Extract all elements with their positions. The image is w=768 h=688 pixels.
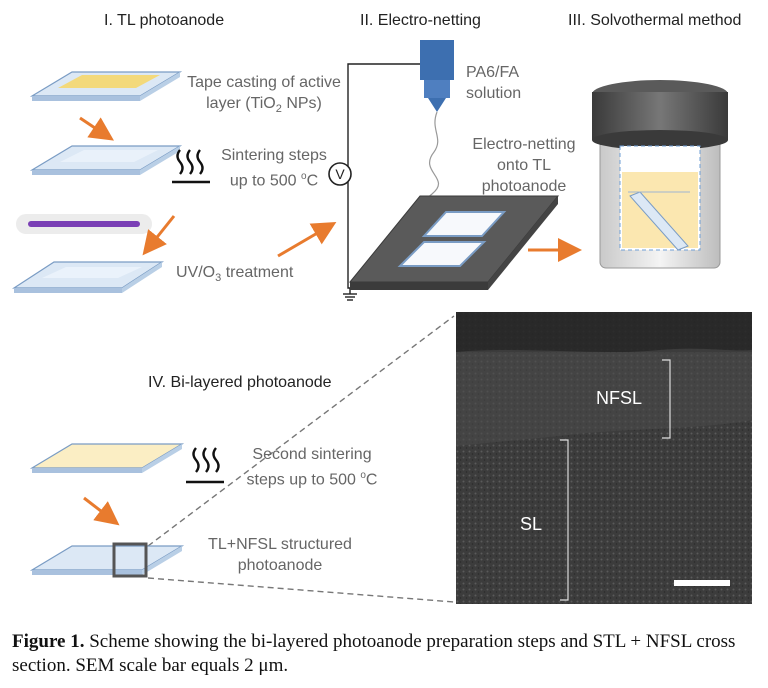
arrow-to-structured [83, 496, 120, 526]
voltmeter-icon [328, 162, 352, 186]
arrow-to-uv [142, 215, 176, 256]
slide-tape-cast [29, 71, 183, 101]
sintering-text: Sintering steps up to 500 oC [221, 147, 327, 190]
tape-casting-text: Tape casting of active layer (TiO2 NPs) [187, 74, 341, 116]
section-title-electro-netting: II. Electro-netting [360, 12, 481, 29]
uv-lamp-icon [16, 214, 152, 234]
sem-label-sl: SL [520, 514, 543, 534]
heat-icon [186, 447, 224, 484]
slide-uv-treated [11, 261, 165, 293]
sem-label-nfsl: NFSL [596, 388, 643, 408]
autoclave-icon [592, 80, 728, 269]
electronetting-text: Electro-netting onto TL photoanode [472, 136, 576, 195]
section-title-bilayered: IV. Bi-layered photoanode [148, 374, 332, 391]
slide-second-sinter [29, 443, 185, 473]
solution-text: PA6/FA solution [466, 64, 522, 102]
syringe-icon [420, 40, 454, 80]
structured-photoanode-text: TL+NFSL structured photoanode [208, 536, 352, 574]
figure-caption: Figure 1. Scheme showing the bi-layered … [12, 630, 762, 678]
caption-label: Figure 1. [12, 631, 85, 652]
zoom-box [112, 542, 148, 578]
arrow-to-electronetting [277, 221, 337, 258]
caption-text: Scheme showing the bi-layered photoanode… [12, 631, 736, 676]
scale-bar [674, 580, 730, 586]
uv-treatment-text: UV/O3 treatment [176, 264, 294, 285]
second-sintering-text: Second sintering steps up to 500 oC [246, 446, 378, 489]
sem-image [456, 312, 752, 604]
voltmeter-label: V [335, 166, 345, 182]
slide-sintered [29, 145, 183, 175]
arrow-to-sinter [79, 116, 114, 141]
heat-icon [172, 149, 210, 184]
section-title-solvothermal: III. Solvothermal method [568, 12, 742, 29]
electronetting-setup: V [328, 40, 560, 301]
section-title-tl-photoanode: I. TL photoanode [104, 12, 225, 29]
slide-structured [29, 542, 185, 578]
